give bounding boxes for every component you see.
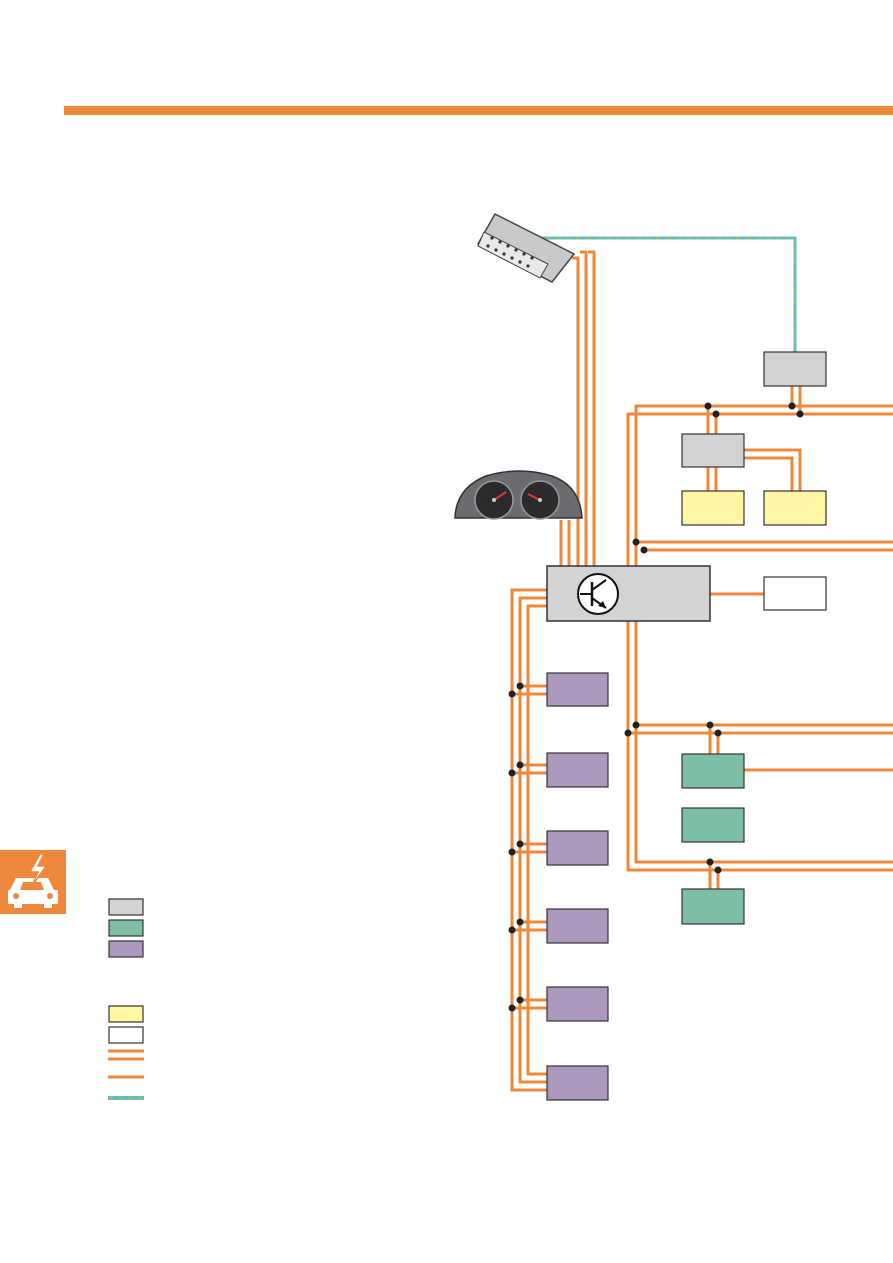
legend bbox=[108, 898, 144, 1100]
chapter-tab bbox=[0, 850, 66, 914]
bus-wiring bbox=[510, 250, 893, 1092]
instrument-cluster-icon bbox=[454, 470, 583, 520]
module-purple-5 bbox=[546, 986, 609, 1022]
module-purple-2 bbox=[546, 752, 609, 788]
module-grey-top bbox=[763, 351, 827, 387]
module-yellow-right bbox=[763, 490, 827, 526]
legend-line-two-wire bbox=[108, 1049, 144, 1061]
module-white bbox=[763, 576, 827, 611]
legend-swatch-purple bbox=[108, 940, 144, 958]
legend-swatch-green bbox=[108, 919, 144, 937]
header-accent-bar bbox=[64, 106, 893, 115]
module-purple-1 bbox=[546, 672, 609, 707]
module-grey-mid bbox=[681, 433, 745, 468]
obd-connector-icon bbox=[476, 213, 576, 283]
diagnostic-line bbox=[536, 236, 797, 352]
legend-swatch-white bbox=[108, 1026, 144, 1044]
module-green-3 bbox=[681, 888, 745, 925]
legend-swatch-yellow bbox=[108, 1005, 144, 1023]
legend-swatch-grey bbox=[108, 898, 144, 916]
module-yellow-left bbox=[681, 490, 745, 526]
car-electrical-icon bbox=[8, 853, 58, 908]
gateway-module bbox=[546, 565, 711, 622]
module-purple-6 bbox=[546, 1065, 609, 1101]
module-purple-4 bbox=[546, 908, 609, 944]
bus-junctions bbox=[508, 402, 804, 1012]
module-green-2 bbox=[681, 807, 745, 843]
transistor-symbol-icon bbox=[577, 573, 619, 615]
module-green-1 bbox=[681, 753, 745, 789]
module-purple-3 bbox=[546, 830, 609, 866]
